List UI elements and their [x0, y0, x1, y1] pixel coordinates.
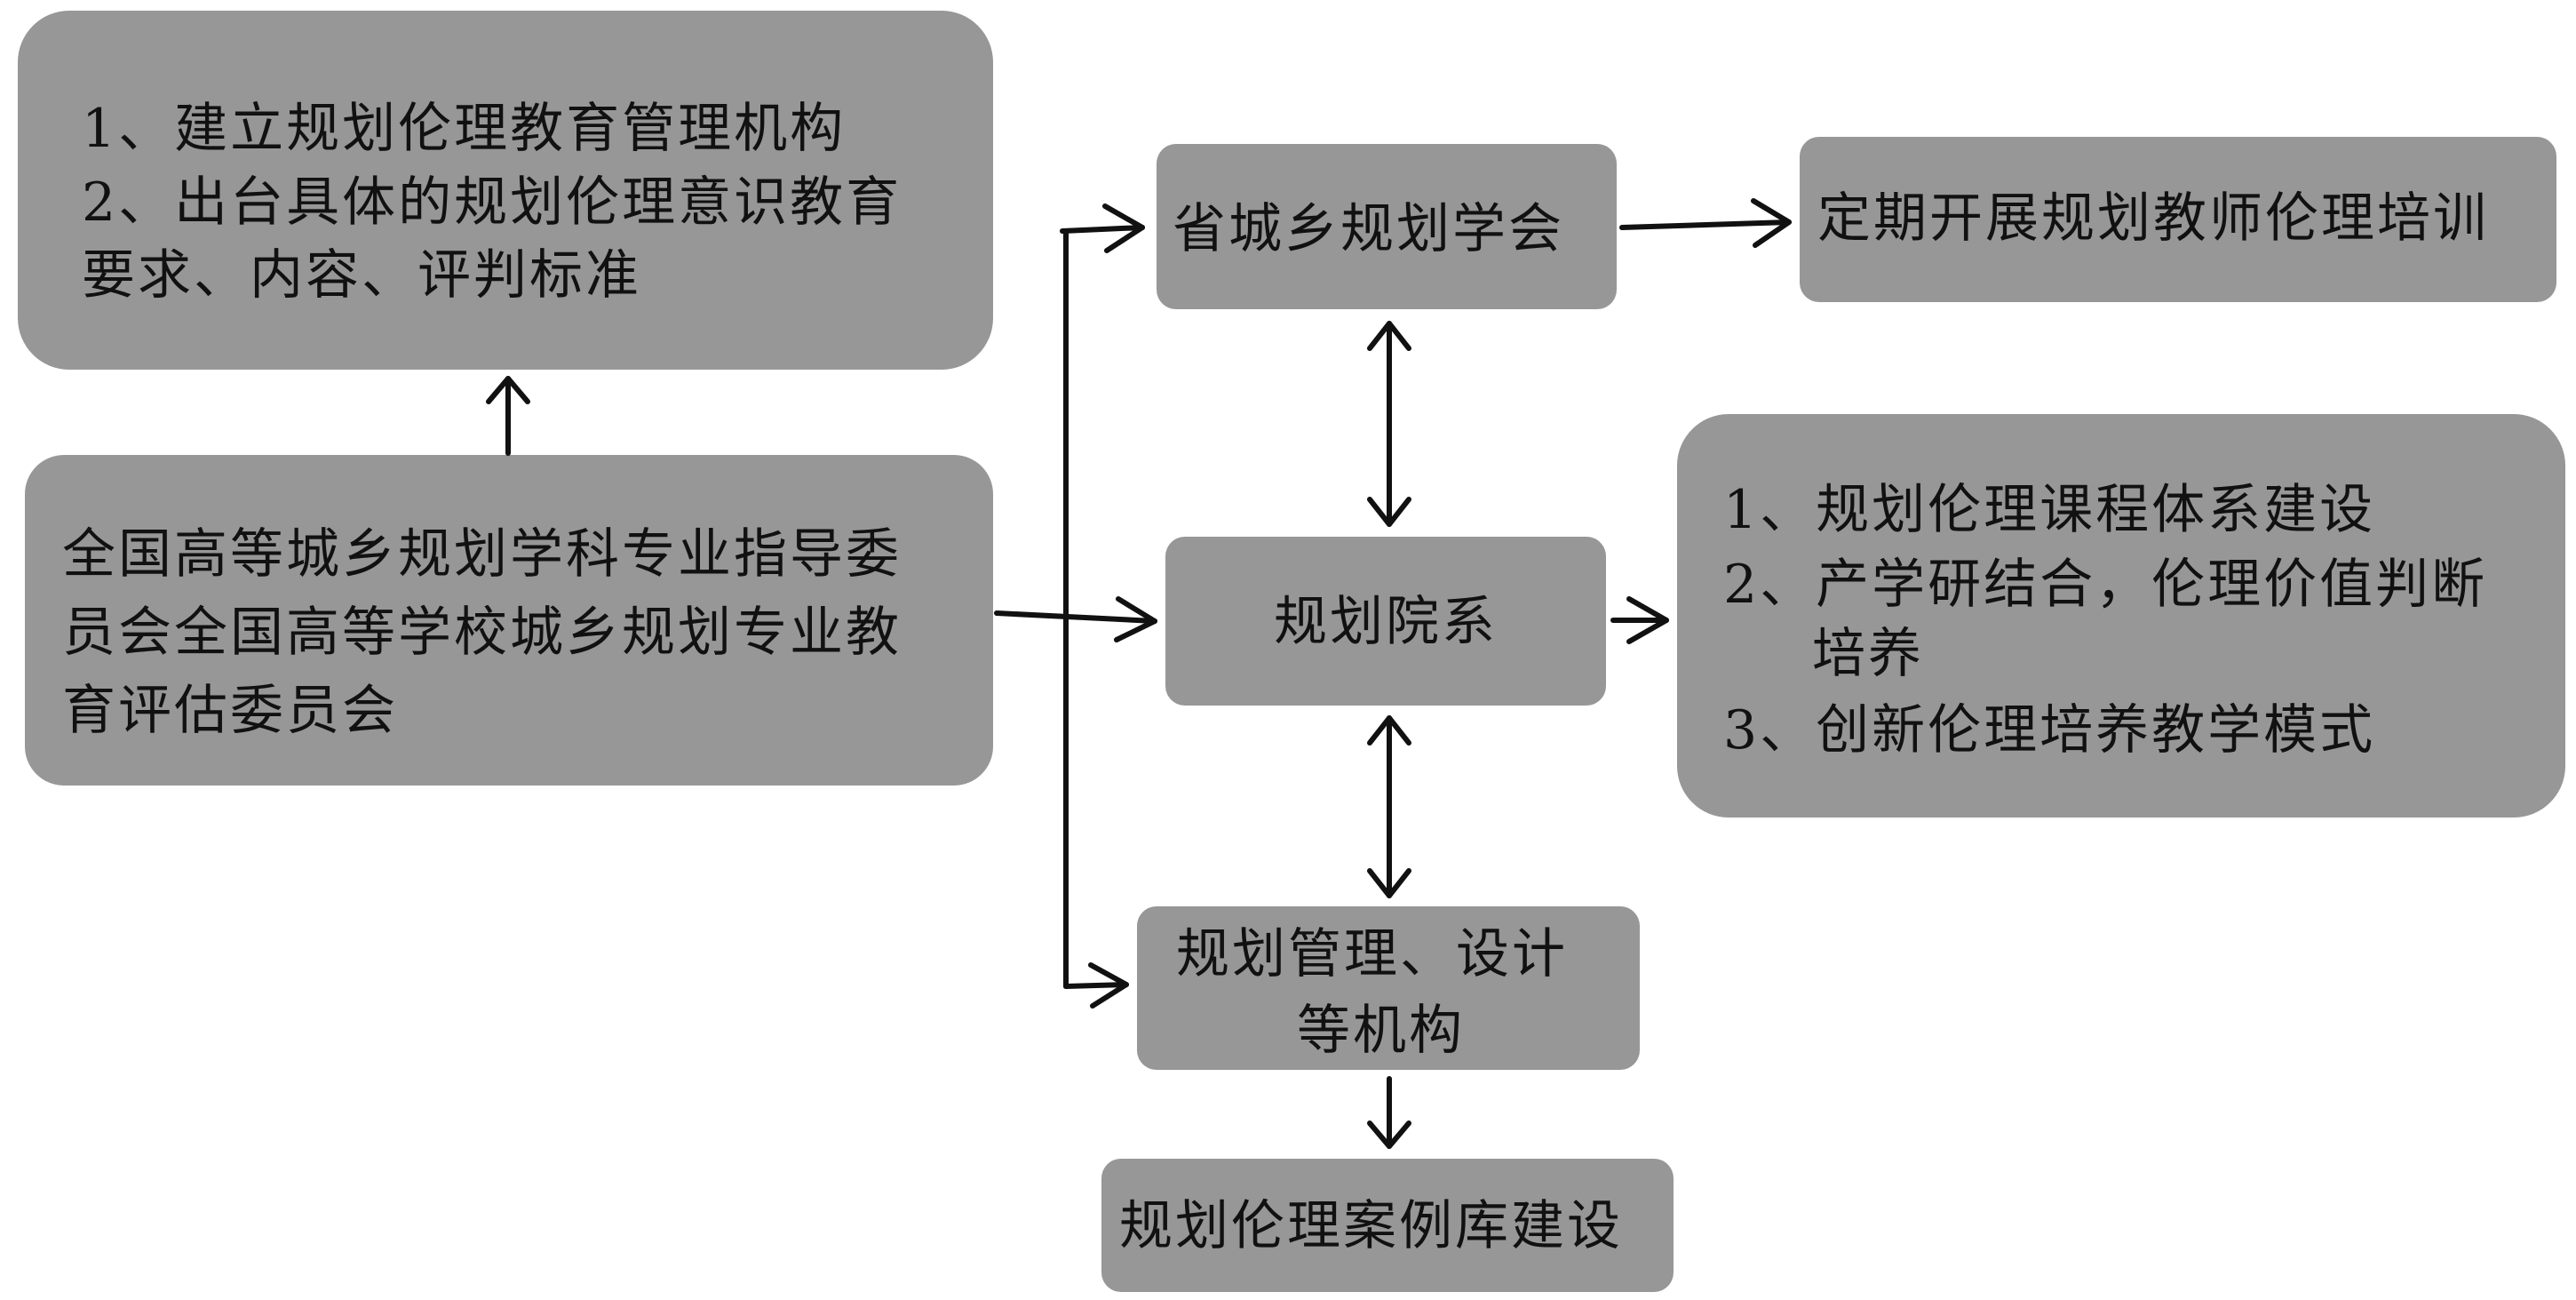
- node-planning-department: 规划院系: [1165, 537, 1606, 706]
- node-case-library-label: 规划伦理案例库建设: [1119, 1195, 1623, 1257]
- node-curriculum-measures-line-1: 1、规划伦理课程体系建设: [1723, 479, 2376, 541]
- node-curriculum-measures-line-3: 培养: [1812, 623, 1924, 685]
- node-ethics-management: 1、建立规划伦理教育管理机构 2、出台具体的规划伦理意识教育 要求、内容、评判标…: [18, 11, 993, 370]
- node-planning-institutions-line-1: 规划管理、设计: [1176, 923, 1568, 985]
- node-planning-institutions: 规划管理、设计 等机构: [1137, 906, 1640, 1070]
- node-curriculum-measures: 1、规划伦理课程体系建设 2、产学研结合，伦理价值判断 培养 3、创新伦理培养教…: [1677, 414, 2565, 817]
- edge-trunk-to-institutions: [1063, 962, 1129, 1009]
- node-planning-institutions-line-2: 等机构: [1297, 1000, 1465, 1062]
- node-ethics-management-line-3: 要求、内容、评判标准: [82, 244, 641, 307]
- node-teacher-training: 定期开展规划教师伦理培训: [1800, 137, 2556, 302]
- node-teacher-training-label: 定期开展规划教师伦理培训: [1817, 187, 2489, 250]
- edge-institutions-to-library: [1367, 1076, 1411, 1149]
- node-curriculum-measures-line-2: 2、产学研结合，伦理价值判断: [1723, 554, 2488, 616]
- node-ethics-management-line-1: 1、建立规划伦理教育管理机构: [82, 98, 847, 160]
- node-curriculum-measures-line-4: 3、创新伦理培养教学模式: [1723, 699, 2376, 762]
- edge-national-to-department: [994, 596, 1157, 642]
- node-planning-department-label: 规划院系: [1274, 591, 1498, 653]
- node-national-committees-line-2: 员会全国高等学校城乡规划专业教: [62, 602, 902, 664]
- edge-national-to-management: [486, 376, 530, 456]
- edge-department-to-curriculum: [1610, 596, 1669, 644]
- edge-society-department-bidirectional: [1367, 321, 1411, 527]
- node-ethics-management-line-2: 2、出台具体的规划伦理意识教育: [82, 171, 902, 234]
- node-national-committees-line-3: 育评估委员会: [62, 680, 398, 742]
- edge-trunk-to-society: [1060, 203, 1145, 253]
- node-provincial-society-label: 省城乡规划学会: [1173, 198, 1564, 260]
- node-national-committees: 全国高等城乡规划学科专业指导委 员会全国高等学校城乡规划专业教 育评估委员会: [25, 455, 993, 786]
- node-national-committees-line-1: 全国高等城乡规划学科专业指导委: [62, 523, 902, 586]
- node-provincial-society: 省城乡规划学会: [1157, 144, 1617, 309]
- edge-department-institutions-bidirectional: [1367, 715, 1411, 898]
- node-case-library: 规划伦理案例库建设: [1101, 1159, 1674, 1292]
- edge-society-to-training: [1619, 198, 1792, 248]
